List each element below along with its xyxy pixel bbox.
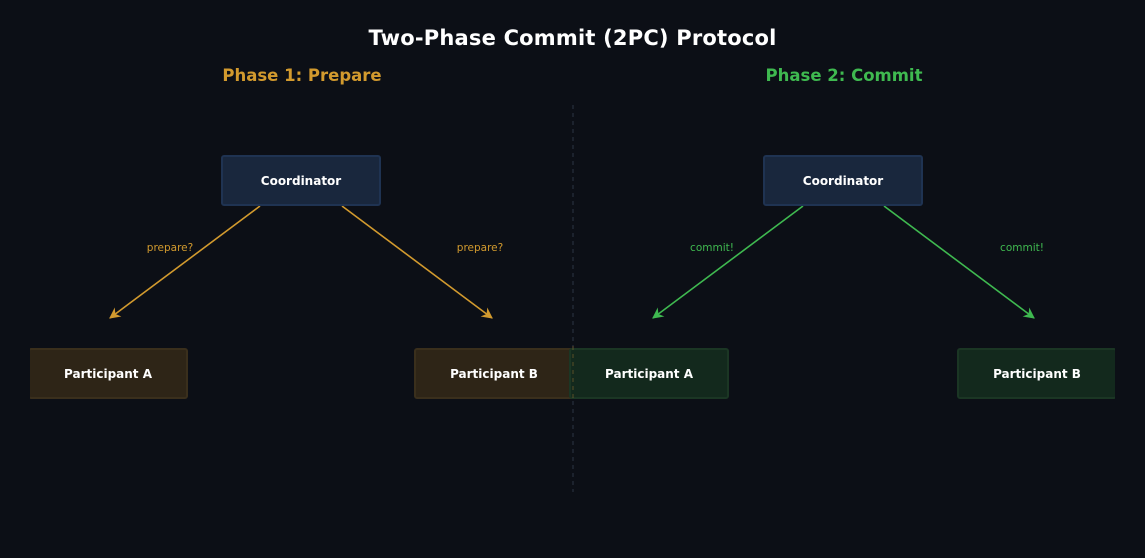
phase1-message-label-b: prepare? [456,242,504,254]
phase2-message-label-b: commit! [1000,242,1044,254]
phase1-coordinator-label: Coordinator [260,173,342,188]
right-edge-clip [1115,340,1145,410]
phase1-participant-b-node: Participant B [414,348,574,399]
phase1-participant-a-label: Participant A [64,366,152,381]
phase2-heading: Phase 2: Commit [765,66,923,85]
phase2-message-label-a: commit! [690,242,734,254]
arrow-phase2-to-participant-b [883,205,1035,319]
diagram-title: Two-Phase Commit (2PC) Protocol [368,26,777,50]
phase2-participant-b-label: Participant B [993,366,1081,381]
phase2-coordinator-label: Coordinator [802,173,884,188]
phase2-coordinator-node: Coordinator [763,155,923,206]
arrow-phase2-to-participant-a [652,205,804,319]
phase1-participant-a-node: Participant A [28,348,188,399]
left-edge-clip [0,340,30,410]
phase1-heading: Phase 1: Prepare [222,66,382,85]
phase1-coordinator-node: Coordinator [221,155,381,206]
phase2-participant-a-node: Participant A [569,348,729,399]
arrow-phase1-to-participant-b [341,205,493,319]
phase2-participant-a-label: Participant A [605,366,693,381]
arrow-phase1-to-participant-a [109,205,261,319]
phase1-participant-b-label: Participant B [450,366,538,381]
phase1-message-label-a: prepare? [146,242,194,254]
phase2-participant-b-node: Participant B [957,348,1117,399]
